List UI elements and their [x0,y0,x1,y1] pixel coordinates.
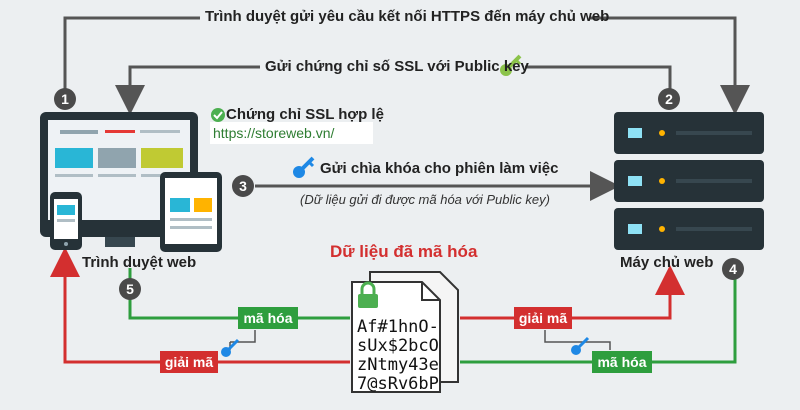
encrypt-tag-left: mã hóa [238,307,298,329]
arrow-step1 [63,16,750,115]
step2-label: Gửi chứng chỉ số SSL với Public key [265,58,529,75]
ciphertext: Af#1hnO- sUx$2bcO zNtmy43e 7@sRv6bP [357,317,439,394]
tablet-icon [160,172,222,252]
server-label: Máy chủ web [620,254,714,271]
ssl-valid-label: Chứng chỉ SSL hợp lệ [226,106,384,123]
browser-label: Trình duyệt web [82,254,197,271]
step-badge-3: 3 [232,175,254,197]
decrypt-tag-left: giải mã [160,351,218,373]
url-label: https://storeweb.vn/ [210,122,373,144]
key-connector-left [229,330,256,350]
blue-key-icon [293,156,315,178]
check-circle-icon [211,108,225,122]
arrow-step2 [115,65,672,115]
step3-note: (Dữ liệu gửi đi được mã hóa với Public k… [300,192,550,207]
step-badge-2: 2 [658,88,680,110]
step-badge-5: 5 [119,278,141,300]
blue-key-icon-left [221,338,240,357]
document-icon [351,271,459,393]
green-line-server [460,275,737,364]
encrypted-data-title: Dữ liệu đã mã hóa [330,242,478,261]
encrypt-tag-right: mã hóa [592,351,652,373]
step-badge-1: 1 [54,88,76,110]
lock-icon [358,281,378,308]
phone-icon [50,192,82,250]
step1-label: Trình duyệt gửi yêu cầu kết nối HTTPS đế… [205,8,610,25]
blue-key-icon-right [571,336,590,355]
step-badge-4: 4 [722,258,744,280]
server-icon [614,112,764,250]
step3-label: Gửi chìa khóa cho phiên làm việc [320,160,559,177]
red-line-browser [50,247,350,364]
green-key-icon [500,54,522,76]
key-connector-right [544,330,611,350]
decrypt-tag-right: giải mã [514,307,572,329]
